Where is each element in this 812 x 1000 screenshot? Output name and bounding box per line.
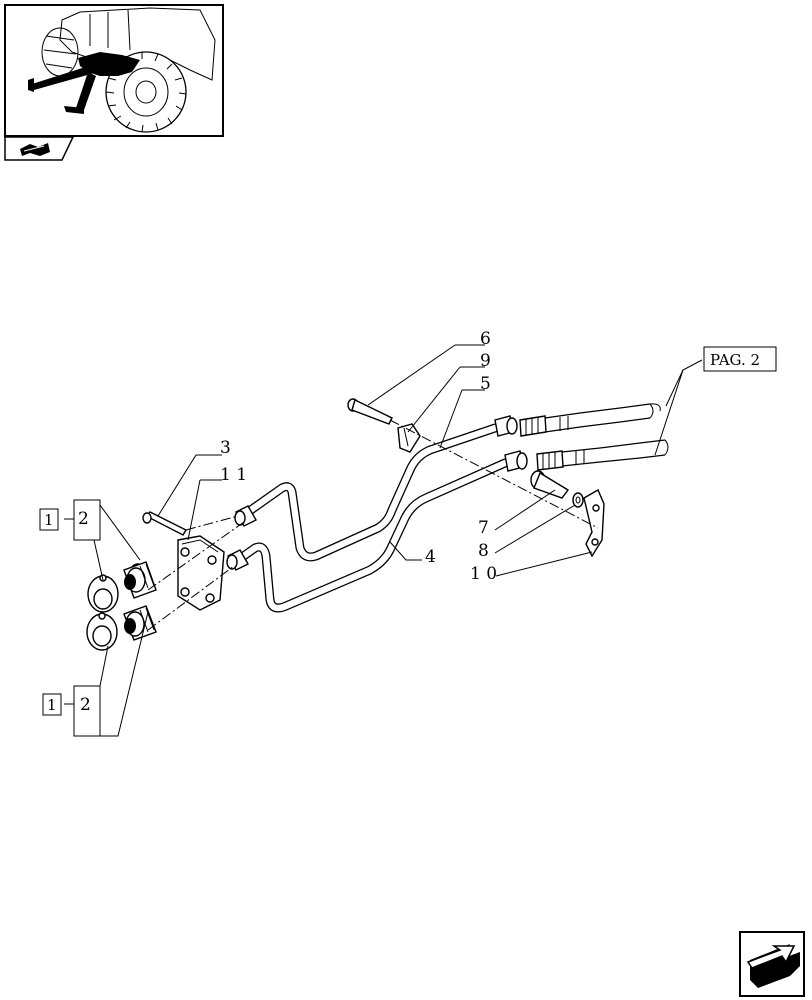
callout-11: 1 1 bbox=[220, 465, 247, 485]
bolt-7 bbox=[530, 470, 570, 499]
tractor-location-thumbnail bbox=[4, 4, 224, 137]
bolt-3 bbox=[142, 511, 187, 536]
hoses-assembly bbox=[519, 403, 669, 471]
bolt-6 bbox=[347, 398, 393, 425]
quick-coupler-lower bbox=[123, 605, 157, 641]
leader-lines bbox=[64, 344, 703, 737]
callout-8: 8 bbox=[478, 541, 489, 561]
dust-cap-lower bbox=[86, 612, 118, 651]
dust-cap-upper bbox=[87, 574, 119, 613]
steel-pipes bbox=[226, 415, 528, 613]
page-reference-box: PAG. 2 bbox=[703, 346, 777, 372]
callout-10: 1 0 bbox=[470, 564, 497, 584]
mounting-plate bbox=[177, 535, 225, 611]
washer-8 bbox=[572, 492, 584, 508]
callout-4: 4 bbox=[425, 547, 436, 567]
callout-2-lower: 2 bbox=[80, 695, 91, 715]
callout-3: 3 bbox=[220, 438, 231, 458]
alignment-lines bbox=[147, 419, 599, 631]
page-reference-label: PAG. 2 bbox=[710, 351, 760, 369]
kit-box-upper: 1 bbox=[39, 508, 59, 531]
kit-box-upper-label: 1 bbox=[44, 511, 54, 529]
quick-coupler-upper bbox=[123, 561, 157, 599]
callout-9: 9 bbox=[480, 351, 491, 371]
next-page-arrow-icon[interactable] bbox=[739, 931, 805, 997]
kit-box-lower-label: 1 bbox=[47, 696, 57, 714]
book-icon bbox=[4, 136, 75, 161]
callout-5: 5 bbox=[480, 374, 491, 394]
callout-2-upper: 2 bbox=[78, 509, 89, 529]
callout-labels: 6 9 5 3 1 1 4 7 8 1 0 2 2 bbox=[78, 329, 497, 715]
callout-6: 6 bbox=[480, 329, 491, 349]
kit-box-lower: 1 bbox=[42, 693, 62, 716]
callout-7: 7 bbox=[478, 518, 489, 538]
clamp-9 bbox=[397, 423, 421, 453]
bracket-10 bbox=[583, 489, 605, 558]
